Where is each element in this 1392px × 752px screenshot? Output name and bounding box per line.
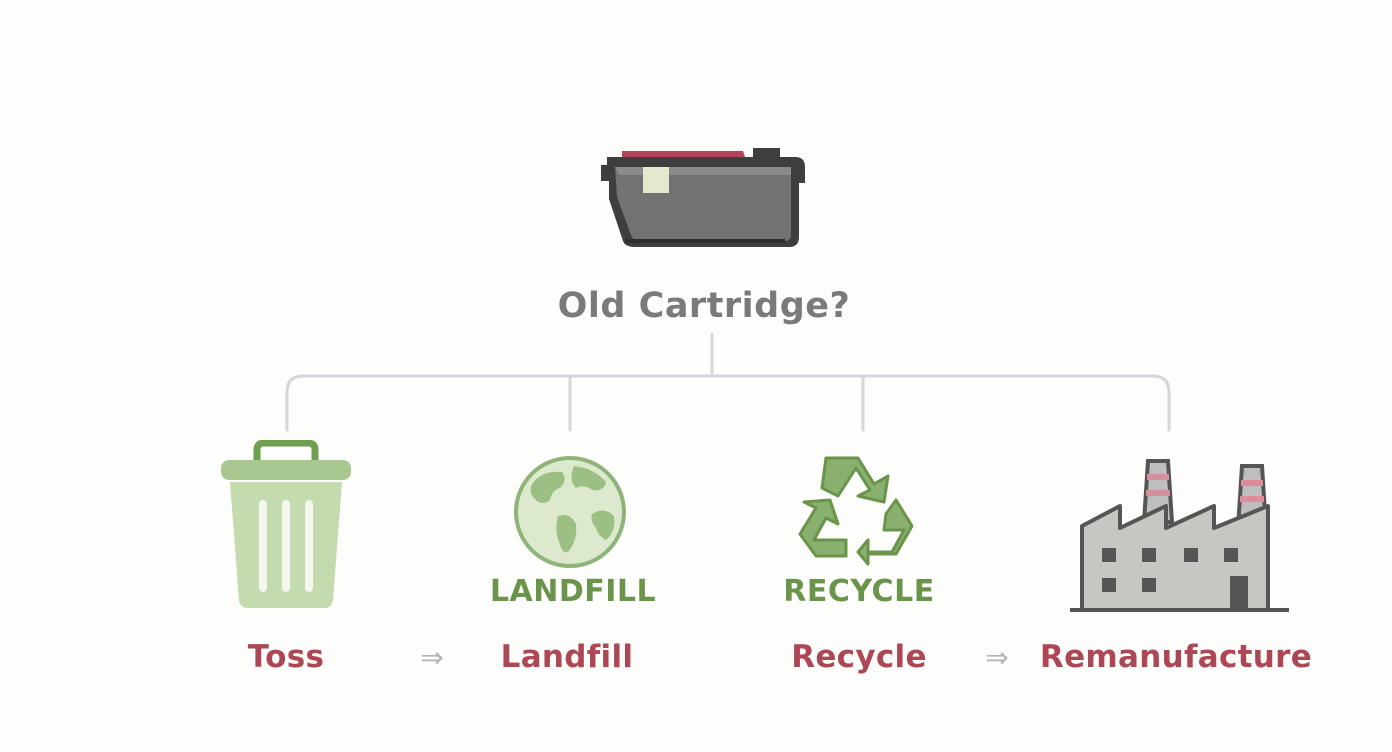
option-label-toss: Toss <box>247 639 325 675</box>
arrow-recycle-to-remanufacture: ⇒ <box>985 641 1009 674</box>
option-label-remanufacture: Remanufacture <box>1039 639 1313 675</box>
option-label-recycle: Recycle <box>791 639 927 675</box>
trash-can-icon <box>221 440 351 608</box>
recycle-icon-caption: RECYCLE <box>783 574 935 609</box>
option-label-landfill: Landfill <box>500 639 634 675</box>
landfill-icon-caption: LANDFILL <box>489 574 657 609</box>
arrow-toss-to-landfill: ⇒ <box>420 641 444 674</box>
factory-icon <box>1070 459 1289 612</box>
diagram-title: Old Cartridge? <box>557 286 851 326</box>
recycle-icon <box>798 456 914 566</box>
cartridge-icon <box>601 148 805 247</box>
connector-branch-outer <box>285 374 1171 432</box>
globe-icon <box>514 456 626 568</box>
